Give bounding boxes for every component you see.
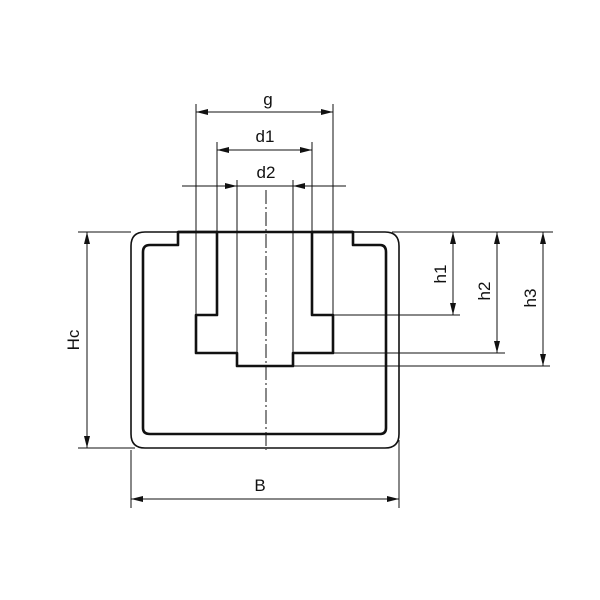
b-label: B	[254, 476, 265, 495]
hc-label: Hc	[64, 329, 83, 350]
g-label: g	[263, 90, 272, 109]
h3-label: h3	[521, 289, 540, 308]
h2-label: h2	[475, 282, 494, 301]
insert-outline	[178, 230, 353, 368]
d2-label: d2	[257, 163, 276, 182]
housing-outer-outline	[130, 231, 400, 449]
h1-label: h1	[431, 265, 450, 284]
housing-inner-outline	[141, 230, 388, 436]
d1-label: d1	[256, 127, 275, 146]
